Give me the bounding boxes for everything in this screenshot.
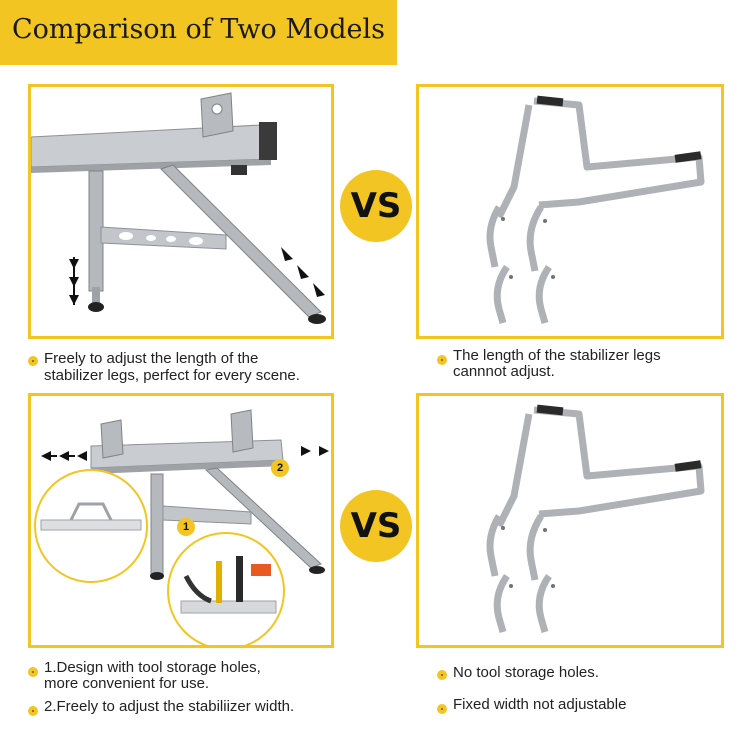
page-title: Comparison of Two Models bbox=[12, 14, 386, 45]
panel-adjustable-legs bbox=[28, 84, 334, 339]
vs-badge: VS bbox=[340, 490, 412, 562]
bullet-dot-icon bbox=[437, 670, 447, 680]
bullet-dot-icon bbox=[28, 356, 38, 366]
note-left-2c: 2.Freely to adjust the stabiliizer width… bbox=[44, 698, 295, 715]
note-left-2b: more convenient for use. bbox=[44, 675, 210, 692]
panel-tool-storage: 1 2 bbox=[28, 393, 334, 648]
bullet-dot-icon bbox=[28, 706, 38, 716]
title-banner: Comparison of Two Models bbox=[0, 0, 397, 65]
callout-2: 2 bbox=[271, 459, 289, 477]
panel-fixed-legs bbox=[416, 84, 724, 339]
panel-fixed-width bbox=[416, 393, 724, 648]
note-right-1a: The length of the stabilizer legs bbox=[453, 347, 661, 364]
tool-storage-illustration bbox=[34, 409, 329, 645]
fixed-stabilizer-illustration bbox=[486, 404, 705, 633]
note-left-2a: 1.Design with tool storage holes, bbox=[44, 659, 261, 676]
fixed-stabilizer-illustration bbox=[486, 95, 705, 324]
callout-1: 1 bbox=[177, 518, 195, 536]
note-right-2a: No tool storage holes. bbox=[453, 664, 599, 681]
bullet-dot-icon bbox=[437, 704, 447, 714]
vs-badge: VS bbox=[340, 170, 412, 242]
bullet-dot-icon bbox=[28, 667, 38, 677]
note-left-1a: Freely to adjust the length of the bbox=[44, 350, 259, 367]
bullet-dot-icon bbox=[437, 355, 447, 365]
adjust-arrow-icon bbox=[69, 247, 325, 305]
note-right-2b: Fixed width not adjustable bbox=[453, 696, 627, 713]
note-left-1b: stabilizer legs, perfect for every scene… bbox=[44, 367, 300, 384]
adjustable-stabilizer-illustration bbox=[31, 92, 326, 324]
note-right-1b: cannnot adjust. bbox=[453, 363, 555, 380]
